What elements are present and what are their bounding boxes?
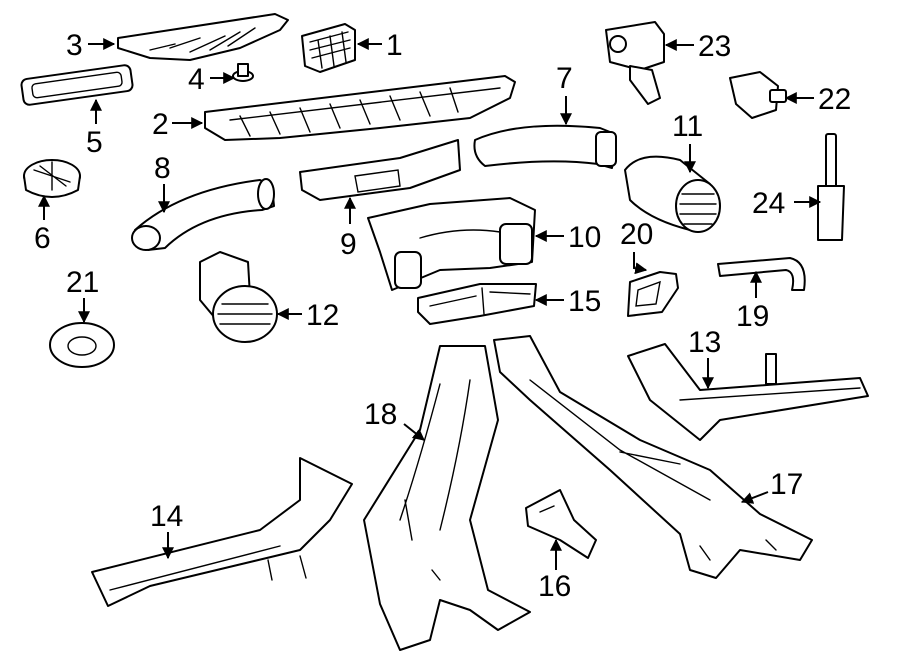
callout-5: 5 [86,126,103,159]
callout-12: 12 [306,299,339,332]
callout-11: 11 [672,110,703,143]
callout-8: 8 [154,152,171,185]
callout-1: 1 [386,29,403,62]
part-13-lower-duct [627,343,869,441]
callout-24: 24 [752,187,785,220]
part-10-center-duct [367,197,536,291]
callout-9: 9 [340,228,357,261]
callout-20: 20 [620,218,653,251]
part-19-hose [717,257,806,291]
part-7-curved-duct [473,124,617,169]
part-1-vent-grille [301,23,356,73]
part-16-bracket [525,489,597,559]
callout-15: 15 [568,285,601,318]
part-3-defroster-panel [117,13,289,61]
callout-16: 16 [538,570,571,603]
callout-6: 6 [34,222,51,255]
part-21-round-grille [49,322,115,368]
callout-22: 22 [818,83,851,116]
callout-4: 4 [188,63,205,96]
part-8-duct [131,178,275,251]
part-2-dash-vent [204,75,516,141]
callout-14: 14 [150,500,183,533]
part-17-tall-duct [493,335,813,579]
leader-17 [740,491,769,504]
part-15-vent-louver [417,283,537,325]
leader-lines [38,38,822,570]
callout-10: 10 [568,221,601,254]
part-11-round-vent [624,155,721,233]
callout-18: 18 [364,398,397,431]
leader-20 [633,252,648,275]
part-24-sensor [817,133,845,241]
part-12-round-vent [199,251,278,343]
callout-7: 7 [556,62,573,95]
callout-17: 17 [770,468,803,501]
part-4-clip [232,63,254,82]
part-14-lower-duct [91,457,353,607]
callout-23: 23 [698,30,731,63]
callout-2: 2 [152,108,169,141]
part-18-tall-duct [363,345,531,651]
callout-3: 3 [66,29,83,62]
callout-19: 19 [736,300,769,333]
callout-labels: 1 2 3 4 5 6 7 8 9 10 11 12 13 14 15 16 1… [34,29,851,603]
callout-21: 21 [66,266,99,299]
part-22-sensor [729,71,787,119]
leader-18 [403,423,425,441]
part-5-gasket [20,64,134,106]
part-6-round-outlet [23,159,81,198]
part-23-actuator [605,21,665,105]
callout-13: 13 [688,326,721,359]
part-20-connector [627,271,679,317]
part-9-duct [299,139,461,201]
